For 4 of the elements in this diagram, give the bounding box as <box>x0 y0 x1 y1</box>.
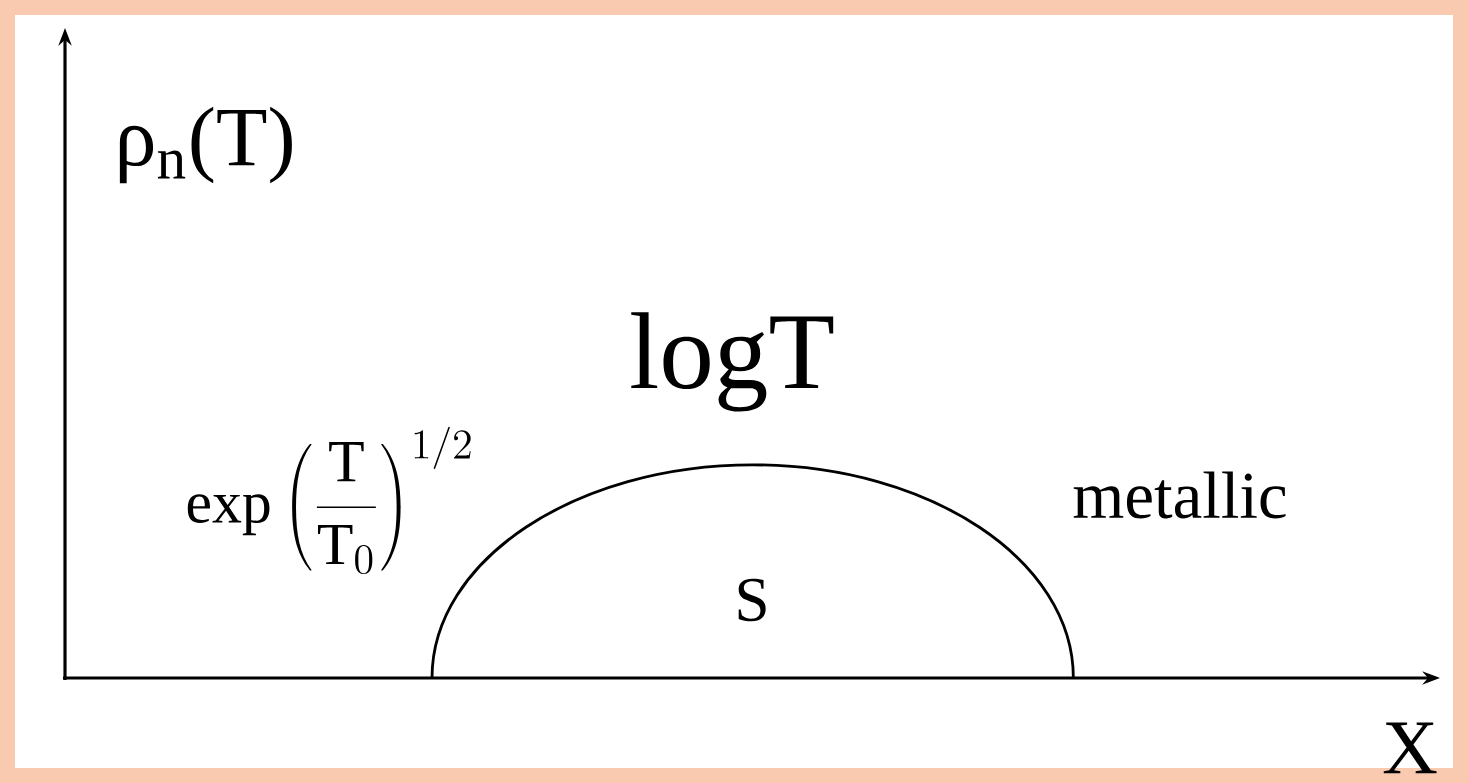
region-label: metallic <box>1073 471 1286 519</box>
axis-label: ρ$_{n}$(T) <box>119 106 292 184</box>
formula: $\mathrm{exp}\left(\frac{\mathrm{T}}{\mathrm{T}_0}\right)^{1/2}$ <box>187 426 471 575</box>
axis-label: X <box>1383 722 1437 774</box>
